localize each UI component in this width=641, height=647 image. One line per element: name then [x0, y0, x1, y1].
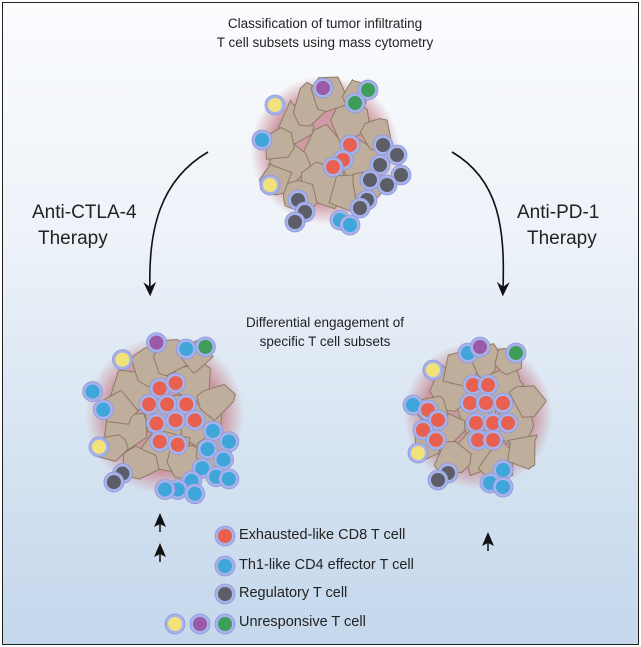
left-therapy-arrow [143, 151, 209, 297]
t-cell [422, 359, 444, 381]
t-cell [167, 434, 189, 456]
t-cell [218, 468, 240, 490]
t-cell [82, 381, 104, 402]
legend-unresponsive: Unresponsive T cell [239, 614, 366, 630]
t-cell [165, 372, 187, 394]
left-therapy-label: Anti-CTLA-4 Therapy [32, 200, 137, 252]
t-cell [165, 409, 187, 431]
t-cell [492, 459, 514, 481]
t-cell [369, 154, 391, 176]
t-cell [149, 431, 171, 453]
legend-swatch-icon [164, 613, 186, 635]
t-cell [357, 79, 379, 101]
t-cell [492, 476, 514, 498]
middle-title-line-2: specific T cell subsets [259, 334, 391, 349]
t-cell [475, 392, 497, 414]
t-cell [344, 92, 366, 114]
t-cell [264, 94, 286, 116]
t-cell [146, 413, 167, 434]
legend-th1-cd4: Th1-like CD4 effector T cell [239, 557, 414, 573]
t-cell [425, 429, 447, 451]
t-cell [482, 429, 504, 451]
legend-swatch-icon [214, 583, 236, 605]
right-therapy-line-2: Therapy [527, 228, 597, 249]
t-cell [322, 156, 344, 178]
tumor-cell [506, 434, 538, 470]
t-cell [465, 412, 487, 434]
t-cell [497, 412, 519, 434]
legend-swatch-icon [214, 613, 236, 635]
t-cell [112, 349, 133, 371]
t-cell [259, 174, 281, 196]
t-cell [184, 483, 206, 505]
t-cell [386, 144, 408, 166]
top-title-line-2: T cell subsets using mass cytometry [216, 35, 434, 50]
t-cell [146, 332, 167, 354]
legend-regulatory: Regulatory T cell [239, 585, 348, 601]
up-arrow-icon [154, 513, 166, 532]
t-cell [138, 393, 160, 415]
t-cell [427, 409, 449, 431]
t-cell [407, 442, 429, 464]
t-cell [103, 471, 125, 493]
t-cell [92, 399, 114, 421]
up-arrow-icon [482, 532, 494, 551]
t-cell [202, 420, 224, 442]
left-therapy-line-1: Anti-CTLA-4 [32, 202, 137, 223]
t-cell [197, 438, 218, 460]
tumor-anti-pd1 [402, 336, 553, 498]
t-cell [184, 409, 206, 431]
t-cell [339, 214, 361, 236]
legend-swatch-icon [214, 555, 236, 577]
t-cell [175, 393, 197, 415]
t-cell [482, 412, 504, 434]
t-cell [459, 392, 481, 414]
tumor-anti-ctla4 [82, 332, 245, 505]
t-cell [218, 431, 240, 453]
middle-title: Differential engagement of specific T ce… [246, 313, 404, 351]
tumor-baseline [250, 75, 412, 236]
t-cell [284, 211, 306, 233]
t-cell [505, 342, 527, 364]
top-title: Classification of tumor infiltrating T c… [217, 14, 434, 52]
right-therapy-arrow [451, 151, 510, 297]
t-cell [251, 129, 273, 151]
tumor-cell [196, 384, 236, 422]
middle-title-line-1: Differential engagement of [245, 315, 405, 330]
top-title-line-1: Classification of tumor infiltrating [227, 16, 423, 31]
legend-swatch-icon [189, 613, 211, 635]
tumor-cell [508, 385, 547, 418]
t-cell [154, 479, 176, 500]
legend-exhausted-cd8: Exhausted-like CD8 T cell [239, 527, 406, 543]
t-cell [376, 174, 398, 196]
right-therapy-line-1: Anti-PD-1 [517, 202, 600, 223]
up-arrow-icon [154, 543, 166, 562]
t-cell [195, 336, 216, 358]
t-cell [359, 169, 381, 191]
t-cell [149, 377, 171, 399]
t-cell [477, 374, 499, 396]
t-cell [312, 77, 334, 99]
t-cell [427, 469, 449, 491]
t-cell [492, 392, 514, 414]
left-therapy-line-2: Therapy [38, 228, 108, 249]
legend-swatch-icon [214, 525, 236, 547]
t-cell [469, 336, 491, 358]
t-cell [462, 374, 484, 396]
t-cell [349, 197, 371, 219]
t-cell [156, 393, 178, 415]
t-cell [88, 436, 110, 458]
right-therapy-label: Anti-PD-1 Therapy [517, 200, 599, 252]
